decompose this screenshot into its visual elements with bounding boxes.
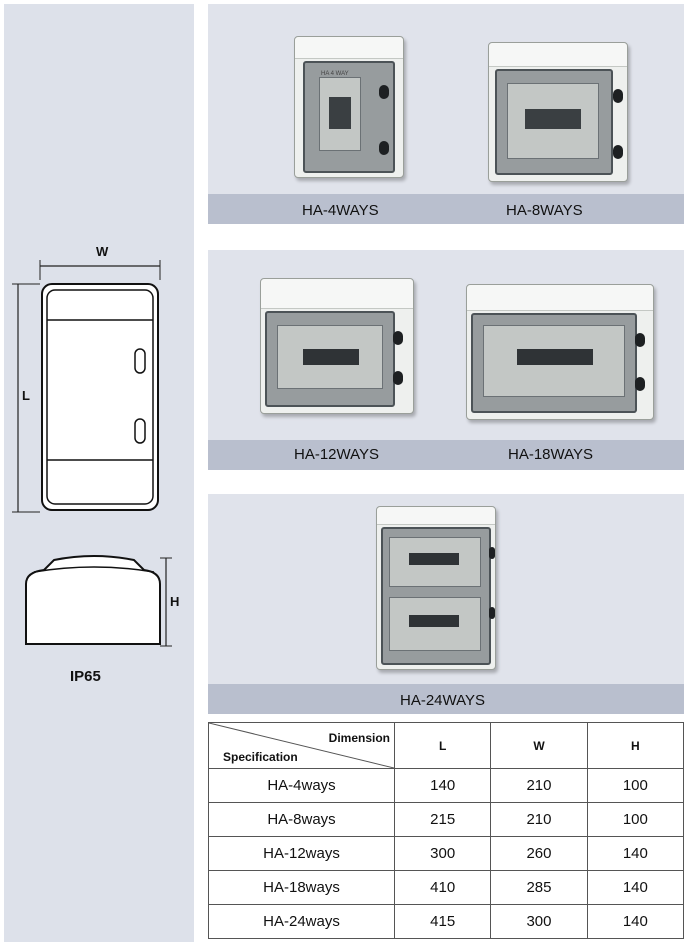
caption-ha-24ways: HA-24WAYS	[400, 692, 486, 709]
diagonal-line	[209, 723, 394, 768]
spec-cell: HA-18ways	[208, 870, 395, 905]
caption-ha-12ways: HA-12WAYS	[294, 446, 380, 463]
h-cell: 140	[586, 870, 685, 905]
breaker-slot	[329, 97, 351, 129]
spec-cell: HA-24ways	[208, 904, 395, 939]
l-cell: 140	[393, 768, 492, 803]
h-cell: 140	[586, 836, 685, 871]
h-cell: 100	[586, 802, 685, 837]
caption-ha-4ways: HA-4WAYS	[302, 202, 379, 219]
breaker-slot	[303, 349, 359, 365]
caption-ha-8ways: HA-8WAYS	[506, 202, 583, 219]
latch-icon	[379, 141, 389, 155]
width-label: W	[96, 244, 109, 259]
latch-icon	[489, 607, 495, 619]
enclosure-lid	[295, 37, 403, 59]
enclosure-lid	[467, 285, 653, 311]
w-cell: 285	[490, 870, 588, 905]
enclosure-18ways	[466, 284, 654, 420]
dimension-table: Dimension Specification L W H HA-4ways 1…	[208, 722, 685, 939]
h-cell: 100	[586, 768, 685, 803]
product-card-medium: HA-12WAYS HA-18WAYS	[208, 250, 684, 470]
l-cell: 415	[393, 904, 492, 939]
latch-icon	[379, 85, 389, 99]
spec-cell: HA-12ways	[208, 836, 395, 871]
breaker-slot	[517, 349, 593, 365]
spec-cell: HA-4ways	[208, 768, 395, 803]
height-label: H	[170, 594, 180, 609]
drawing-panel: W L H IP65	[4, 4, 194, 942]
lid-text: HA 4 WAY	[321, 71, 349, 77]
rating-label: IP65	[70, 668, 101, 685]
w-cell: 300	[490, 904, 588, 939]
latch-icon	[489, 547, 495, 559]
breaker-slot	[409, 553, 459, 565]
enclosure-lid	[377, 507, 495, 525]
enclosure-4ways: HA 4 WAY	[294, 36, 404, 178]
enclosure-lid	[261, 279, 413, 309]
caption-bar	[208, 684, 684, 714]
enclosure-12ways	[260, 278, 414, 414]
breaker-slot	[409, 615, 459, 627]
l-cell: 300	[393, 836, 492, 871]
table-row: HA-4ways 140 210 100	[208, 768, 685, 803]
caption-bar	[208, 194, 684, 224]
breaker-slot	[525, 109, 581, 129]
enclosure-8ways	[488, 42, 628, 182]
header-l: L	[393, 722, 492, 769]
breaker-window	[483, 325, 625, 397]
w-cell: 210	[490, 802, 588, 837]
latch-icon	[613, 145, 623, 159]
latch-icon	[635, 333, 645, 347]
product-card-large: HA-24WAYS	[208, 494, 684, 714]
spec-cell: HA-8ways	[208, 802, 395, 837]
latch-icon	[635, 377, 645, 391]
latch-icon	[613, 89, 623, 103]
front-view-drawing	[12, 260, 161, 513]
table-row: HA-24ways 415 300 140	[208, 904, 685, 939]
header-specification: Specification	[223, 750, 298, 764]
product-card-small: HA 4 WAY HA-4WAYS HA-8WAYS	[208, 4, 684, 224]
latch-icon	[393, 371, 403, 385]
enclosure-24ways	[376, 506, 496, 670]
table-row: HA-18ways 410 285 140	[208, 870, 685, 905]
l-cell: 215	[393, 802, 492, 837]
corner-header: Dimension Specification	[208, 722, 395, 769]
breaker-window-upper	[389, 537, 481, 587]
w-cell: 260	[490, 836, 588, 871]
l-cell: 410	[393, 870, 492, 905]
caption-ha-18ways: HA-18WAYS	[508, 446, 594, 463]
side-view-drawing	[25, 555, 172, 647]
length-label: L	[22, 388, 30, 403]
table-row: HA-8ways 215 210 100	[208, 802, 685, 837]
table-row: HA-12ways 300 260 140	[208, 836, 685, 871]
table-header-row: Dimension Specification L W H	[208, 722, 685, 769]
header-w: W	[490, 722, 588, 769]
enclosure-lid	[489, 43, 627, 67]
caption-bar	[208, 440, 684, 470]
w-cell: 210	[490, 768, 588, 803]
latch-icon	[393, 331, 403, 345]
header-h: H	[586, 722, 685, 769]
header-dimension: Dimension	[328, 731, 390, 745]
h-cell: 140	[586, 904, 685, 939]
